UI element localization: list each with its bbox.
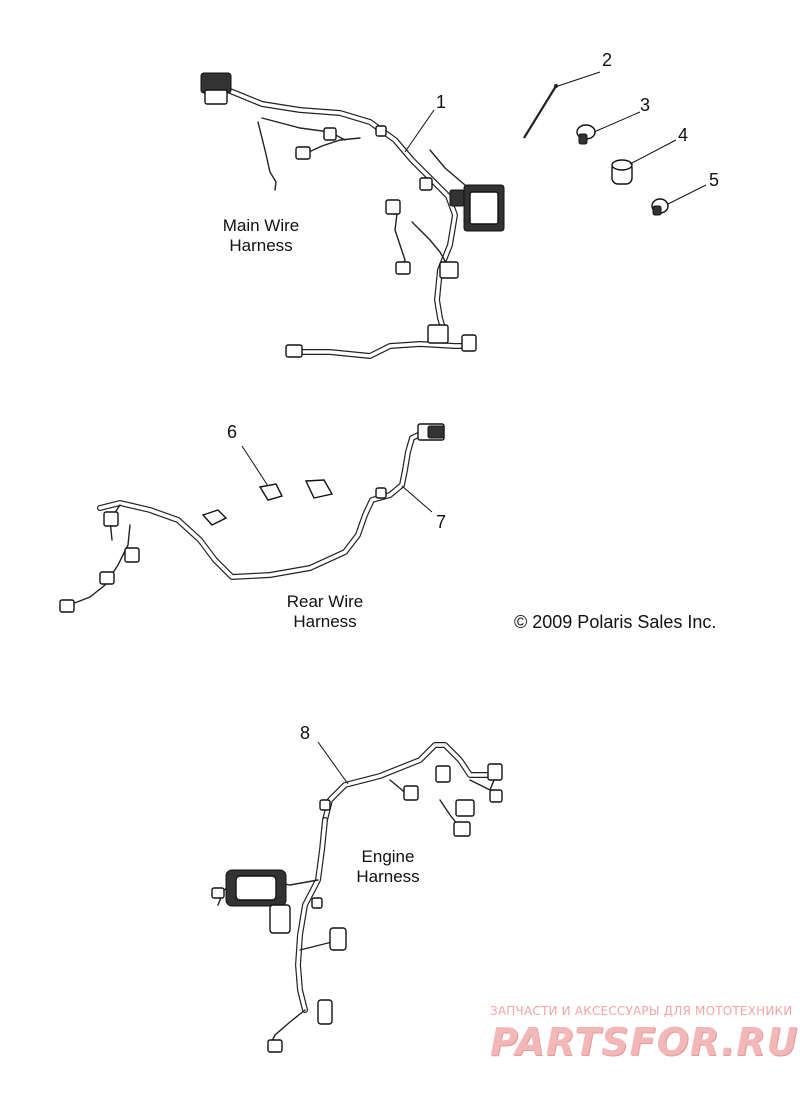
- callout-2: 2: [602, 50, 613, 70]
- callout-7: 7: [436, 512, 447, 532]
- item-2-rod: [523, 84, 558, 139]
- leader-3: [593, 111, 641, 133]
- callout-3: 3: [640, 95, 651, 115]
- leader-5: [667, 184, 707, 205]
- callout-6: 6: [227, 422, 238, 442]
- main-harness-label-line2: Harness: [229, 236, 293, 255]
- engine-harness-label-line2: Harness: [356, 867, 420, 886]
- main-wire-harness: [200, 72, 505, 359]
- callout-8: 8: [300, 723, 311, 743]
- rear-wire-harness: [59, 423, 445, 613]
- rear-harness-label: Rear Wire Harness: [270, 592, 380, 632]
- engine-harness: [211, 742, 503, 1053]
- leader-2: [557, 71, 601, 87]
- main-harness-label-line1: Main Wire: [222, 216, 300, 235]
- leader-7: [401, 485, 433, 513]
- callout-1: 1: [436, 92, 447, 112]
- engine-harness-label: Engine Harness: [333, 847, 443, 887]
- callout-4: 4: [678, 125, 689, 145]
- main-harness-label: Main Wire Harness: [206, 216, 316, 256]
- leader-6: [241, 445, 269, 487]
- item-3-clip: [576, 124, 596, 145]
- item-4-clip: [611, 159, 633, 185]
- callout-5: 5: [709, 170, 720, 190]
- rear-harness-label-line1: Rear Wire: [286, 592, 364, 611]
- leader-1: [404, 109, 435, 153]
- watermark-tagline: ЗАПЧАСТИ И АКСЕССУАРЫ ДЛЯ МОТОТЕХНИКИ: [490, 1004, 793, 1018]
- item-6-clips: [201, 479, 334, 526]
- rear-harness-label-line2: Harness: [293, 612, 357, 631]
- engine-harness-label-line1: Engine: [361, 847, 415, 866]
- leader-8: [317, 741, 349, 785]
- leader-4: [629, 139, 677, 165]
- item-5-clip: [651, 198, 669, 216]
- watermark-brand: PARTSFOR.RU: [490, 1020, 799, 1064]
- copyright-notice: © 2009 Polaris Sales Inc.: [514, 612, 717, 632]
